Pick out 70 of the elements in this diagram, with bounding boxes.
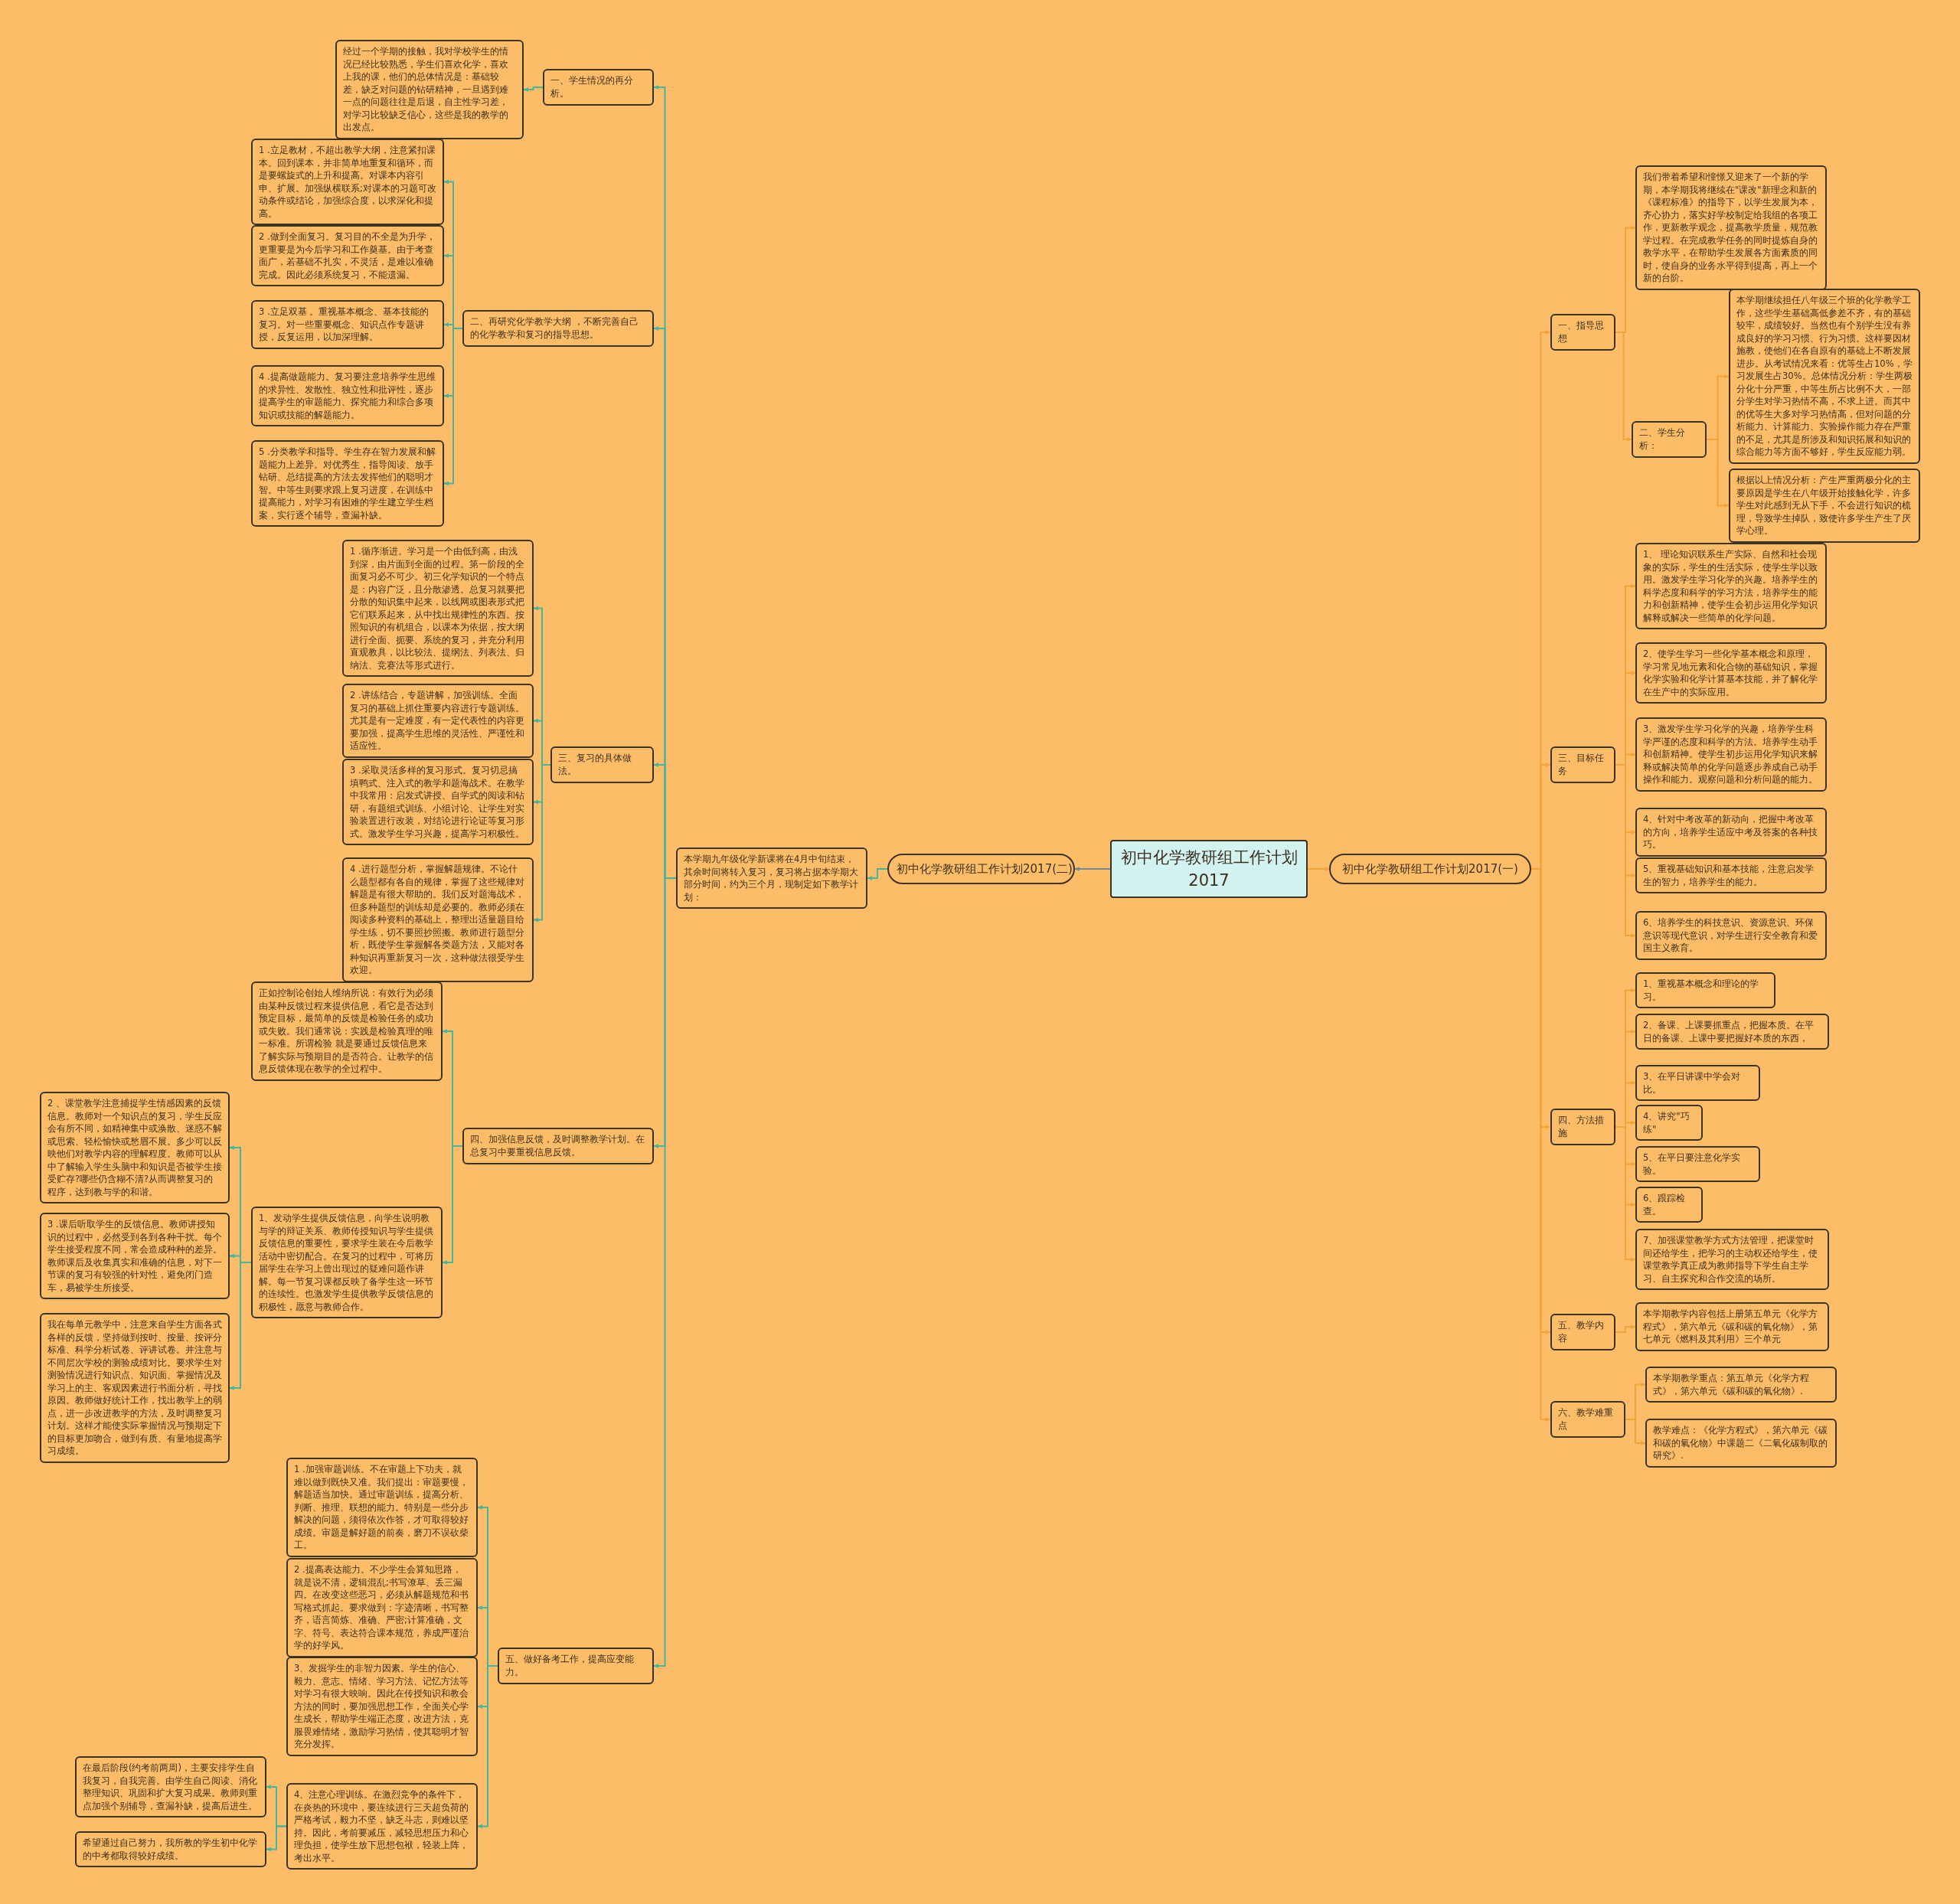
text-box: 2 、课堂教学注意捕捉学生情感因素的反馈信息。教师对一个知识点的复习，学生反应会有所不同，如精神集中或涣散、迷惑不解或思索、轻松愉快或愁眉不展。多少可以反映他们对教学内容的理解程度。教师可以从中了解输入学生头脑中和知识是否被学生接受贮存?哪些仍含糊不清?从而调整复习的程序，达到教与学的和谐。 — [40, 1092, 230, 1203]
text-box: 4、注意心理训练。在激烈竞争的条件下，在炎热的环境中，要连续进行三天超负荷的严格考试，毅力不坚，缺乏斗志，则难以坚持。因此，考前要减压，减轻思想压力和心理负担，使学生放下思想包袱，轻装上阵，考出水平。 — [286, 1783, 478, 1870]
topic-box: 五、做好备考工作，提高应变能力。 — [498, 1648, 654, 1684]
text-box: 3 .课后听取学生的反馈信息。教师讲授知识的过程中，必然受到各到各种干扰。每个学生接受程度不同，常会造成种种的差异。教师课后及收集真实和准确的信息，对下一节课的复习有较强的针对性，避免闭门造车，易被学生所接受。 — [40, 1213, 230, 1299]
text-box: 3 .立足双基 。重视基本概念、基本技能的复习。对一些重要概念、知识点作专题讲授，反复运用，以加深理解。 — [251, 300, 444, 349]
central-topic: 初中化学教研组工作计划2017 — [1110, 840, 1308, 898]
text-box: 6、培养学生的科技意识、资源意识、环保意识等现代意识，对学生进行安全教育和爱国主义教育。 — [1635, 911, 1827, 960]
branch-topic: 初中化学教研组工作计划2017(二) — [887, 854, 1075, 884]
text-box: 5、重视基础知识和基本技能，注意启发学生的智力，培养学生的能力。 — [1635, 857, 1827, 893]
text-box: 经过一个学期的接触，我对学校学生的情况已经比较熟悉，学生们喜欢化学，喜欢上我的课，他们的总体情况是：基础较差，缺乏对问题的钻研精神，一旦遇到难一点的问题往往是后退，自主性学习差，对学习比较缺乏信心，这些是我的教学的出发点。 — [335, 40, 524, 139]
text-box: 3、发掘学生的非智力因素。学生的信心、毅力、意志、情绪、学习方法、记忆方法等对学习有很大映响。因此在传授知识和教会方法的同时，要加强思想工作，全面关心学生成长，帮助学生端正态度，改进方法，克服畏难情绪，激励学习热情，使其聪明才智充分发挥。 — [286, 1657, 478, 1756]
topic-box: 五、教学内容 — [1550, 1314, 1615, 1350]
text-box: 本学期教学内容包括上册第五单元《化学方程式》，第六单元《碳和碳的氧化物》，第七单元《燃料及其利用》三个单元 — [1635, 1302, 1829, 1351]
text-box: 5、在平日要注意化学实验。 — [1635, 1146, 1760, 1182]
text-box: 2、使学生学习一些化学基本概念和原理，学习常见地元素和化合物的基础知识，掌握化学实验和化学计算基本技能，并了解化学在生产中的实际应用。 — [1635, 642, 1827, 704]
text-box: 希望通过自己努力，我所教的学生初中化学的中考都取得较好成绩。 — [75, 1831, 266, 1867]
text-box: 本学期继续担任八年级三个班的化学教学工作，这些学生基础高低参差不齐，有的基础较牢，成绩较好。当然也有个别学生没有养成良好的学习习惯、行为习惯。这样要因材施教，使他们在各自原有的基础上不断发展进步。从考试情况来看：优等生占10%，学习发展生占30%。总体情况分析：学生两极分化十分严重，中等生所占比例不大，一部分学生对学习热情不高，不求上进。而其中的优等生大多对学习热情高，但对问题的分析能力、计算能力、实验操作能力存在严重的不足，尤其是所涉及和知识拓展和知识的综合能力等方面不够好，学生反应能力弱。 — [1729, 289, 1920, 464]
topic-box: 二、再研究化学教学大纲 ，不断完善自己的化学教学和复习的指导思想。 — [462, 310, 654, 347]
text-box: 3、在平日讲课中学会对比。 — [1635, 1065, 1760, 1101]
connector-arrow — [1615, 764, 1636, 938]
connector-arrow — [443, 328, 463, 486]
text-box: 3 .采取灵活多样的复习形式。复习切忌搞填鸭式、注入式的教学和题海战术。在教学中我常用：启发式讲授、自学式的阅读和钻研，有题组式训练、小组讨论、让学生对实验装置进行改装，对结论进行论证等复习形式。激发学生学习兴趣，提高学习积极性。 — [342, 759, 534, 845]
connector-arrow — [1074, 867, 1111, 871]
text-box: 我在每单元教学中，注意来自学生方面各式各样的反馈，坚持做到按时、按量、按评分标准、科学分析试卷、评讲试卷。并注意与不同层次学校的测验成绩对比。要求学生对测验情况进行知识点、知识面、掌握情况及学习上的主、客观因素进行书面分析，寻找原因。教师做好统计工作，找出教学上的弱点，进一步改进教学的方法，及时调整复习计划。这样才能使实际掌握情况与预期定下的目标更加吻合，做到有质、有量地提高学习成绩。 — [40, 1313, 230, 1463]
connector-arrow — [867, 868, 888, 880]
text-box: 1、 理论知识联系生产实际、自然和社会现象的实际，学生的生活实际，使学生学以致用。激发学生学习化学的兴趣。培养学生的科学态度和科学的学习方法，培养学生的能力和创新精神，使学生会初步运用化学知识解释或解决一些简单的化学问题。 — [1635, 543, 1827, 629]
text-box: 4 .进行题型分析，掌握解题规律。不论什么题型都有各自的规律，掌握了这些规律对解题是有很大帮助的。我们反对题海战术，但多种题型的训练却是必要的。教师必须在阅读多种资料的基础上，整理出适量题目给学生练，切不要照抄照搬。教师进行题型分析，既使学生掌握解各类题方法，又能对各种知识再重新复习一次，这种做法很受学生欢迎。 — [342, 857, 534, 982]
topic-box: 三、复习的具体做法。 — [550, 746, 654, 783]
connector-arrow — [229, 1262, 252, 1390]
topic-box: 四、方法措施 — [1550, 1109, 1615, 1145]
connector-arrow — [442, 1145, 463, 1265]
connector-arrow — [1615, 1324, 1636, 1333]
topic-box: 三、目标任务 — [1550, 746, 1615, 783]
text-box: 在最后阶段(约考前两周)，主要安排学生自我复习，自我完善。由学生自己阅读、消化整理知识、巩固和扩大复习成果。教师则重点加强个别辅导，查漏补缺，提高后进生。 — [75, 1756, 266, 1817]
topic-box: 一、学生情况的再分析。 — [543, 69, 654, 106]
text-box: 1 .循序渐进。学习是一个由低到高，由浅到深，由片面到全面的过程。第一阶段的全面复习必不可少。初三化学知识的一个特点是：内容广泛，且分散渗透。总复习就要把分散的知识集中起来，以线网或图表形式把它们联系起来，从中找出规律性的东西。按照知识的有机组合，以课本为依据，按大纲进行全面、扼要、系统的复习，并充分利用直观教具，以比较法、提纲法、列表法、归纳法、竞赛法等形式进行。 — [342, 540, 534, 677]
text-box: 2 .讲练结合，专题讲解，加强训练。全面复习的基础上抓住重要内容进行专题训练。尤其是有一定难度，有一定代表性的内容更要加强，提高学生思维的灵活性、严谨性和适应性。 — [342, 684, 534, 758]
topic-box: 一、指导思想 — [1550, 314, 1615, 351]
text-box: 本学期教学重点：第五单元《化学方程式》，第六单元《碳和碳的氧化物》. — [1645, 1367, 1837, 1403]
text-box: 我们带着希望和憧憬又迎来了一个新的学期，本学期我将继续在"课改"新理念和新的《课程标准》的指导下，以学生发展为本，齐心协力，落实好学校制定给我组的各项工作，更新教学观念，提高教学质量，规范教学过程。在完成教学任务的同时提炼自身的教学水平，在帮助学生发展各方面素质的同时，使自身的业务水平得到提高，再上一个新的台阶。 — [1635, 165, 1827, 290]
text-box: 本学期九年级化学新课将在4月中旬结束，其余时间将转入复习，复习将占据本学期大部分时间，约为三个月，现制定如下教学计划： — [676, 847, 867, 909]
text-box: 4、针对中考改革的新动向，把握中考改革的方向，培养学生适应中考及答案的各种技巧。 — [1635, 808, 1827, 857]
text-box: 2、备课、上课要抓重点，把握本质。在平日的备课、上课中要把握好本质的东西， — [1635, 1014, 1829, 1050]
text-box: 3、激发学生学习化学的兴趣，培养学生科学严谨的态度和科学的方法。培养学生动手和创新精神。使学生初步运用化学知识来解释或解决简单的化学问题逐步养成自己动手操作和能力。观察问题和分析问题的能力。 — [1635, 717, 1827, 792]
connector-arrow — [1706, 439, 1730, 508]
text-box: 正如控制论创始人维纳所说：有效行为必须由某种反馈过程来提供信息，看它是否达到预定目标，最简单的反馈是检验任务的成功或失败。我们通常说：实践是检验真理的唯一标准。所谓检验 就是要通过反馈信息来了解实际与预期目的是否符合。让教学的信息反馈体现在教学的全过程中。 — [251, 981, 443, 1081]
text-box: 根据以上情况分析：产生严重两极分化的主要原因是学生在八年级开始接触化学，许多学生对此感到无从下手，不会进行知识的梳理，导致学生掉队，致使许多学生产生了厌学心理。 — [1729, 469, 1920, 543]
text-box: 教学难点：《化学方程式》，第六单元《碳和碳的氧化物》中课题二《二氧化碳制取的研究》. — [1645, 1419, 1837, 1468]
topic-box: 六、教学难重点 — [1550, 1401, 1625, 1438]
text-box: 1 .加强审题训练。不在审题上下功夫，就难以做到既快又准。我们提出：审题要慢，解题适当加快。通过审题训练，提高分析、判断、推理、联想的能力。特别是一些分步解决的问题，须得依次作答，才可取得较好成绩。审题是解好题的前奏，磨刀不误砍柴工。 — [286, 1458, 478, 1557]
text-box: 6、跟踪检查。 — [1635, 1187, 1703, 1223]
branch-topic: 初中化学教研组工作计划2017(一) — [1329, 854, 1531, 884]
text-box: 4、讲究"巧练" — [1635, 1105, 1703, 1141]
connector-arrow — [477, 1665, 498, 1829]
connector-arrow — [1307, 867, 1330, 871]
connector-arrow — [266, 1825, 287, 1852]
topic-box: 二、学生分析： — [1632, 421, 1707, 458]
text-box: 4 .提高做题能力。复习要注意培养学生思维的求异性、发散性、独立性和批评性，逐步提高学生的审题能力、探究能力和综合多项知识或技能的解题能力。 — [251, 365, 444, 426]
text-box: 1、发动学生提供反馈信息，向学生说明教与学的辩证关系、教师传授知识与学生提供反馈信息的重要性，要求学生装在今后教学活动中密切配合。在复习的过程中，可将历届学生在学习上曾出现过的疑难问题作讲解。每一节复习课都反映了备学生这一环节的连续性。也激发学生提供教学反馈信息的积极性，愿意与教师合作。 — [251, 1207, 443, 1318]
text-box: 5 .分类教学和指导。学生存在智力发展和解题能力上差异。对优秀生，指导阅读、放手钻研、总结提高的方法去发挥他们的聪明才智。中等生则要求跟上复习进度，在训练中提高能力，对学习有困难的学生建立学生档案，实行逐个辅导，查漏补缺。 — [251, 440, 444, 527]
connector-arrow — [1625, 1419, 1646, 1445]
text-box: 2 .做到全面复习。复习目的不全是为升学，更重要是为今后学习和工作奠基。由于考查面广，若基础不扎实，不灵活，是难以准确完成。因此必须系统复习，不能遗漏。 — [251, 225, 444, 286]
connector-arrow — [1615, 331, 1632, 442]
topic-box: 四、加强信息反馈，及时调整教学计划。在总复习中要重视信息反馈。 — [462, 1128, 654, 1164]
text-box: 2 .提高表达能力。不少学生会算知思路，就是说不清，逻辑混乱;书写潦草、丢三漏四。在改变这些恶习，必须从解题规范和书写格式抓起。要求做到：字迹清晰，书写整齐，语言简炼、准确、严密;计算准确，文字、符号、表达符合课本规范，养成严谨治学的好学风。 — [286, 1558, 478, 1657]
text-box: 1、重视基本概念和理论的学习。 — [1635, 972, 1775, 1008]
connector-arrow — [1615, 1126, 1636, 1262]
text-box: 1 .立足教材，不超出教学大纲，注意紧扣课本。回到课本，并非简单地重复和循环，而是要螺旋式的上升和提高。对课本内容引申、扩展。加强纵横联系;对课本的习题可改动条件或结论，加强综合度，以求深化和提高。 — [251, 139, 444, 225]
connector-arrow — [523, 87, 544, 92]
text-box: 7、加强课堂教学方式方法管理，把课堂时间还给学生，把学习的主动权还给学生，使课堂教学真正成为教师指导下学生自主学习、自主探究和合作交流的场所。 — [1635, 1229, 1829, 1290]
